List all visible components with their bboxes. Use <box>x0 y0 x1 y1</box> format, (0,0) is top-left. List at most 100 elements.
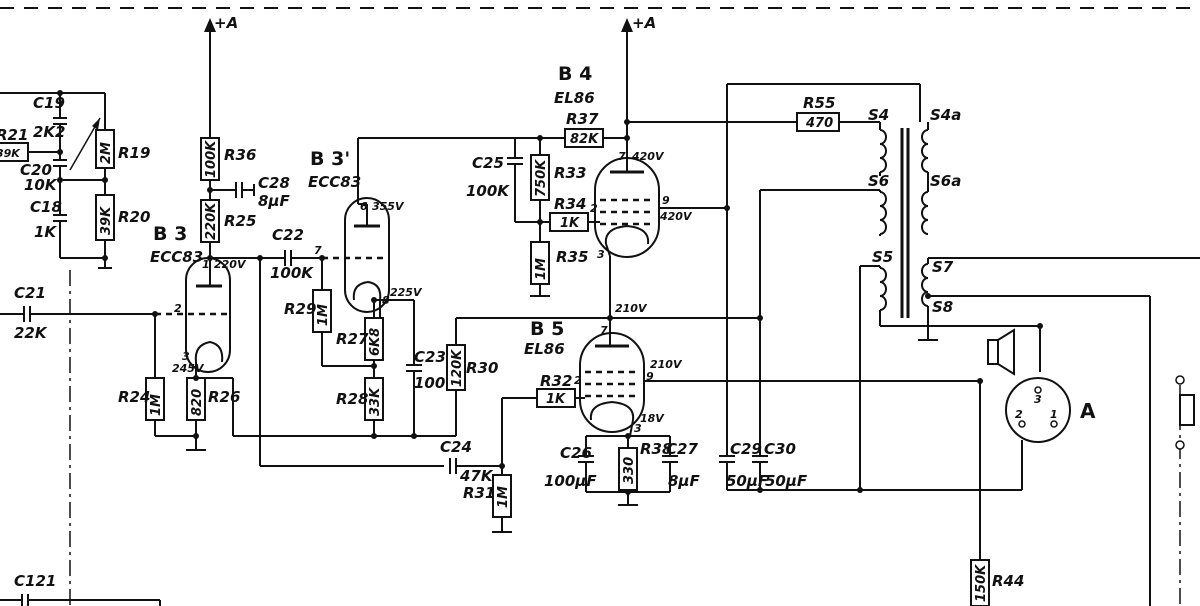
b4-cath-v: 210V <box>615 302 648 315</box>
tx-s7: S7 <box>932 258 954 276</box>
supply-a-2: +A <box>632 14 656 32</box>
r33-ref: R33 <box>554 164 586 182</box>
speaker-icon <box>987 328 1015 376</box>
din-pin-2: 2 <box>1015 408 1023 421</box>
r24-value: 1M <box>149 394 164 416</box>
tube-b4 <box>594 18 660 318</box>
b3-plate-pin: 1 <box>202 258 210 271</box>
tube-b3 <box>155 257 231 380</box>
b3-cath-v: 245V <box>172 362 205 375</box>
r38-ref: R38 <box>640 440 672 458</box>
c19-value: 2K2 <box>33 123 66 141</box>
c21-input-cap <box>0 306 155 322</box>
r55-ref: R55 <box>803 94 835 112</box>
tx-s6: S6 <box>868 172 889 190</box>
c27-value: 8μF <box>668 472 700 490</box>
b5-network <box>449 380 980 533</box>
tx-s4: S4 <box>868 106 889 124</box>
r34-ref: R34 <box>554 195 586 213</box>
b3-plate-v: 220V <box>214 258 247 271</box>
c28-value: 8μF <box>258 192 290 210</box>
b4-grid-pin: 2 <box>590 202 598 215</box>
connector-label: A <box>1080 399 1096 423</box>
b5-screen-v: 210V <box>650 358 683 371</box>
din-pin-3: 3 <box>1034 393 1042 406</box>
r37-value: 82K <box>570 132 599 147</box>
tx-s4a: S4a <box>930 106 961 124</box>
r29-ref: R29 <box>284 300 316 318</box>
tone-network <box>0 90 115 269</box>
tube-b5 <box>579 315 645 437</box>
c22-ref: C22 <box>272 226 304 244</box>
r26-value: 820 <box>190 389 205 416</box>
r27-ref: R27 <box>336 330 369 348</box>
r20-ref: R20 <box>118 208 150 226</box>
r32-ref: R32 <box>540 372 572 390</box>
tx-s8: S8 <box>932 298 953 316</box>
r44-value: 150K <box>974 564 989 602</box>
r35-value: 1M <box>534 258 549 280</box>
b4-ref: B 4 <box>558 63 592 85</box>
b4-type: EL86 <box>554 89 595 107</box>
filter-caps <box>719 83 1022 493</box>
b3-plate-load <box>200 18 285 261</box>
c21-value: 22K <box>14 324 48 342</box>
r19-value: 2M <box>99 142 114 164</box>
c29-ref: C29 <box>730 440 762 458</box>
b5-cath-v: 18V <box>640 412 665 425</box>
r37-ref: R37 <box>566 110 599 128</box>
b3p-grid-pin: 7 <box>314 244 322 257</box>
r28-value: 33K <box>368 387 383 416</box>
r36-ref: R36 <box>224 146 256 164</box>
c18-value: 1K <box>34 223 57 241</box>
r20-value: 39K <box>99 206 114 235</box>
r31-value: 1M <box>496 486 511 508</box>
r30-ref: R30 <box>466 359 498 377</box>
c26-ref: C26 <box>560 444 592 462</box>
din-pin-1: 1 <box>1050 408 1058 421</box>
r35-ref: R35 <box>556 248 588 266</box>
tube-b3-prime <box>322 138 390 318</box>
b3-cath-pin: 3 <box>182 350 190 363</box>
tx-s6a: S6a <box>930 172 961 190</box>
c21-ref: C21 <box>14 284 46 302</box>
c27-ref: C27 <box>666 440 698 458</box>
c22-value: 100K <box>270 264 314 282</box>
r24-ref: R24 <box>118 388 150 406</box>
output-jack-icon <box>1175 375 1195 450</box>
c19-ref: C19 <box>33 94 65 112</box>
b5-grid-pin: 2 <box>574 374 582 387</box>
b5-type: EL86 <box>524 340 565 358</box>
c18-ref: C18 <box>30 198 62 216</box>
c30-value: 50μF <box>765 472 808 490</box>
resistor-r44 <box>970 559 990 606</box>
r21-value: 39K <box>0 147 21 160</box>
r19-ref: R19 <box>118 144 150 162</box>
r25-value: 220K <box>204 202 219 240</box>
c23-value: 100 <box>414 374 445 392</box>
output-transformer <box>796 84 1200 606</box>
c25-value: 100K <box>466 182 510 200</box>
r36-value: 100K <box>204 140 219 178</box>
supply-a-1: +A <box>214 14 238 32</box>
b4-screen-v: 420V <box>659 210 693 223</box>
r29-value: 1M <box>316 304 331 326</box>
b3-ref: B 3 <box>153 223 187 245</box>
c26-value: 100μF <box>544 472 597 490</box>
c23-ref: C23 <box>414 348 446 366</box>
din-connector <box>977 377 1071 560</box>
r31-ref: R31 <box>463 484 495 502</box>
b3p-plate-v: 355V <box>372 200 405 213</box>
r34-value: 1K <box>560 216 580 231</box>
c25-ref: C25 <box>472 154 504 172</box>
c20-ref: C20 <box>20 161 52 179</box>
r21-ref: R21 <box>0 126 28 144</box>
r33-value: 750K <box>534 159 549 197</box>
resistor-r21 <box>0 142 29 162</box>
tx-s5: S5 <box>872 248 893 266</box>
b3-type: ECC83 <box>150 248 203 266</box>
b5-plate-pin: 7 <box>600 324 608 337</box>
b3p-type: ECC83 <box>308 173 361 191</box>
c28-ref: C28 <box>258 174 290 192</box>
